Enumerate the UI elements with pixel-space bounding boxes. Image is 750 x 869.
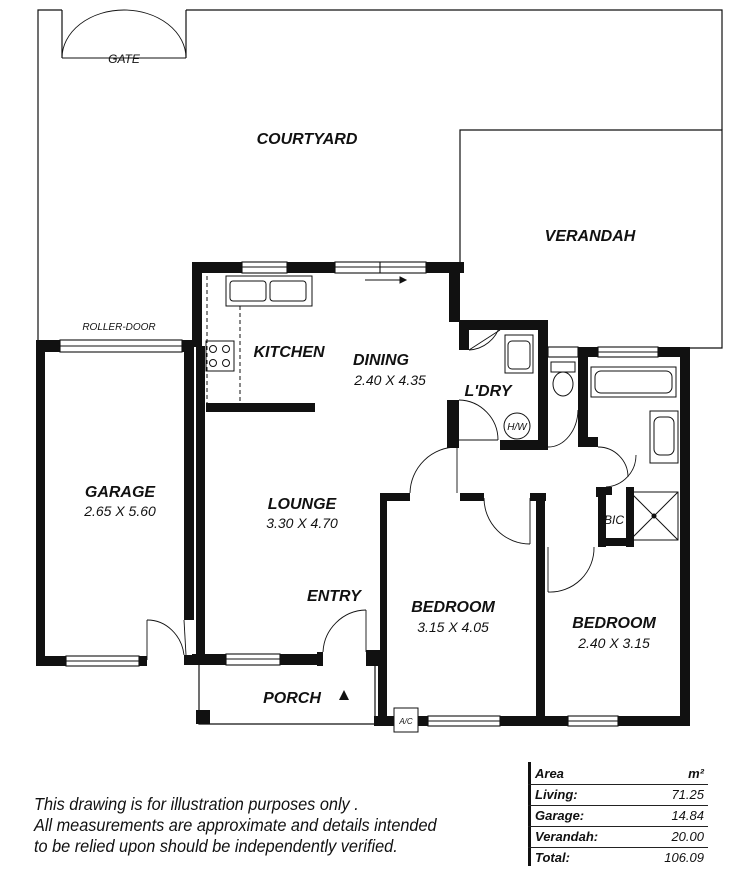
dim-lounge: 3.30 X 4.70 (266, 515, 338, 531)
outline-thin (37, 9, 723, 725)
disclaimer-line: to be relied upon should be independentl… (34, 836, 398, 856)
area-row-value: 20.00 (671, 829, 704, 844)
label-gate: GATE (108, 52, 141, 66)
area-table-rule (528, 762, 531, 866)
windows (59, 261, 659, 727)
area-row: Garage: 14.84 (528, 806, 708, 827)
label-kitchen: KITCHEN (253, 344, 325, 361)
dim-dining: 2.40 X 4.35 (353, 372, 426, 388)
area-header-unit: m² (688, 766, 704, 781)
area-header-label: Area (535, 766, 564, 781)
area-row-label: Garage: (535, 808, 585, 823)
area-row: Living: 71.25 (528, 785, 708, 806)
area-row-value: 71.25 (671, 787, 704, 802)
dim-bedroom-2: 2.40 X 3.15 (577, 635, 650, 651)
label-ac: A/C (398, 717, 413, 726)
label-hw: H/W (507, 422, 528, 433)
label-laundry: L'DRY (464, 383, 512, 400)
dim-bedroom-1: 3.15 X 4.05 (417, 619, 489, 635)
label-bedroom-2: BEDROOM (572, 615, 656, 632)
disclaimer-line: All measurements are approximate and det… (34, 815, 437, 835)
label-courtyard: COURTYARD (257, 131, 358, 148)
entry-arrow (339, 690, 349, 700)
area-row: Verandah: 20.00 (528, 827, 708, 848)
area-row-value: 106.09 (664, 850, 704, 865)
area-row-label: Verandah: (535, 829, 599, 844)
label-entry: ENTRY (307, 588, 362, 605)
label-verandah: VERANDAH (545, 228, 636, 245)
area-row-value: 14.84 (671, 808, 704, 823)
label-dining: DINING (353, 352, 409, 369)
area-table: Area m² Living: 71.25 Garage: 14.84 Vera… (528, 764, 708, 868)
disclaimer-line: This drawing is for illustration purpose… (34, 794, 359, 814)
label-porch: PORCH (263, 690, 321, 707)
label-roller-door: ROLLER-DOOR (82, 322, 155, 333)
sliding-door-arrow (365, 276, 408, 284)
label-garage: GARAGE (85, 484, 157, 501)
area-row-total: Total: 106.09 (528, 848, 708, 868)
label-bedroom-1: BEDROOM (411, 599, 495, 616)
door-swings (146, 324, 637, 660)
disclaimer: This drawing is for illustration purpose… (34, 794, 490, 857)
label-lounge: LOUNGE (268, 496, 338, 513)
area-row-label: Total: (535, 850, 570, 865)
dim-garage: 2.65 X 5.60 (83, 503, 156, 519)
area-table-header: Area m² (528, 764, 708, 785)
area-row-label: Living: (535, 787, 578, 802)
label-bic: BIC (604, 513, 624, 527)
fixtures (205, 275, 679, 733)
gate-arcs (61, 9, 187, 59)
